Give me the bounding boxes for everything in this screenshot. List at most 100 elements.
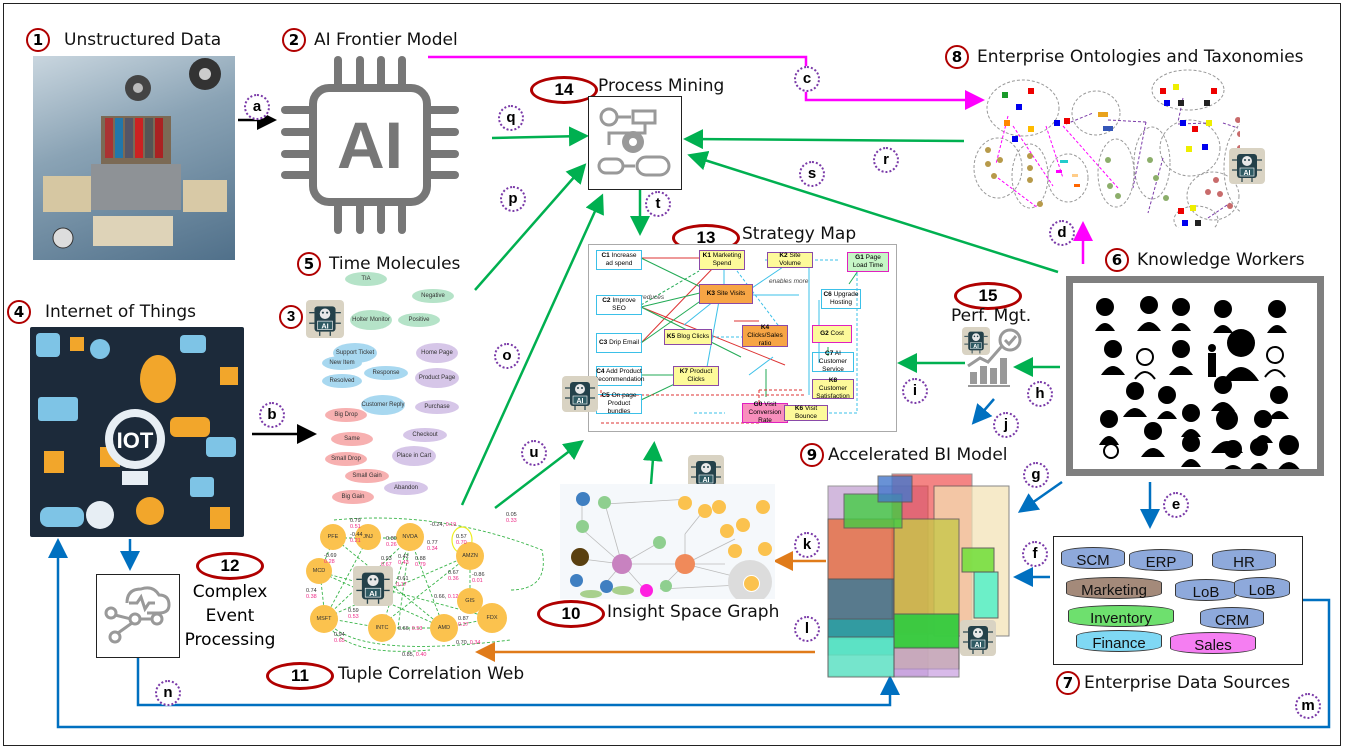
strategy-node-k6: K6 Visit Bounce [784,405,828,421]
edge-label-l: l [794,616,820,642]
molecule-node: Small Gain [345,469,389,483]
datasource-erp: ERP [1129,549,1193,571]
datasource-inventory: Inventory [1068,605,1174,627]
edge-label-n: n [155,680,181,706]
graph-node-model [675,554,695,574]
strategy-node-g0: G0 Visit Conversion Rate [742,401,788,424]
marker-5: 5 [297,252,321,276]
graph-node [698,504,712,518]
strategy-node-c1: C1 Increase ad spend [596,250,642,270]
edge-label-k: k [794,532,820,558]
marker-9: 9 [800,443,824,467]
strategy-node-c2: C2 Improve SEO [596,295,642,315]
ai-agent-badge-perf-mgt: AI [962,327,990,355]
marker-7: 7 [1056,671,1080,695]
molecule-node: Home Page [416,343,458,363]
graph-node-cube-database [571,548,589,566]
graph-node-date [570,574,583,587]
datasource-marketing: Marketing [1066,577,1162,599]
marker-12: 12 [196,552,264,580]
edge-label-c: c [794,66,820,92]
strategy-node-k2: K2 Site Volume [767,252,813,268]
correlation-label: 0.66, 0.53 [398,626,423,632]
strategy-node-k5: K5 Blog Clicks [664,329,712,345]
marker-6: 6 [1105,248,1129,272]
marker-4: 4 [7,300,31,324]
datasource-lob: LoB [1234,577,1290,599]
correlation-label: 0.85, 0.40 [402,652,427,658]
datasource-scm: SCM [1061,547,1125,569]
molecule-node: Resolved [322,374,362,388]
svg-text:AI: AI [703,477,710,484]
molecule-node: Product Page [415,368,459,388]
strategy-node-k7: K7 Product Clicks [673,366,719,386]
molecule-node: Same [331,432,373,446]
marker-8: 8 [945,45,969,69]
tuple-node-amzn: AMZN [456,542,484,570]
molecule-node: Big Drop [325,408,367,422]
molecule-node: Place in Cart [392,446,436,466]
marker-1: 1 [26,28,50,52]
molecule-node: Purchase [415,400,459,414]
molecule-node: Holter Monitor [350,310,392,330]
datasource-sales: Sales [1170,632,1256,654]
svg-text:AI: AI [973,344,979,350]
graph-node [758,542,772,556]
ai-agent-badge-bi-model: AI [960,620,996,656]
complex-event-processing-box [96,574,180,658]
graph-node-state-sales [678,496,692,510]
graph-node-cust-sales [712,500,726,514]
marker-2: 2 [282,28,306,52]
edge-label-r: r [873,147,899,173]
process-mining-box [588,96,682,190]
tuple-node-amd: AMD [430,614,458,642]
graph-node [728,544,742,558]
strategy-node-k3: K3 Site Visits [699,284,753,304]
molecule-node: Negative [412,289,454,303]
edge-label-a: a [244,94,270,120]
cloud-network-icon [104,586,171,644]
tuple-node-pfe: PFE [320,524,346,550]
molecule-node: Customer Reply [361,395,405,415]
edge-label-u: u [521,440,547,466]
ai-chip-icon: AI [280,55,460,235]
molecule-node: TIA [345,272,387,286]
edge-label-h: h [1027,381,1053,407]
graph-node-store-dimension [576,492,590,506]
iot-image: IOT [30,327,244,537]
insight-space-graph [560,484,775,604]
diagram-frame [3,3,1341,746]
ai-chip-text: AI [337,108,403,182]
knowledge-workers-panel [1066,276,1324,476]
strategy-map-panel: reduces enables more C1 Increase ad spen… [588,244,897,432]
tuple-node-fdx: FDX [477,603,507,633]
graph-node [660,580,672,592]
svg-text:AI: AI [1244,170,1251,177]
graph-node-march-2024 [612,586,634,595]
datasource-lob: LoB [1175,579,1237,601]
title-strategy-map: Strategy Map [742,224,857,244]
svg-text:AI: AI [975,642,982,649]
graph-node [598,496,611,509]
strategy-node-c3: C3 Drip Email [596,333,642,353]
ai-agent-badge-tuple-web: AI [353,566,393,606]
edge-label-p: p [500,186,526,212]
annotation-reduces: reduces [641,294,665,301]
